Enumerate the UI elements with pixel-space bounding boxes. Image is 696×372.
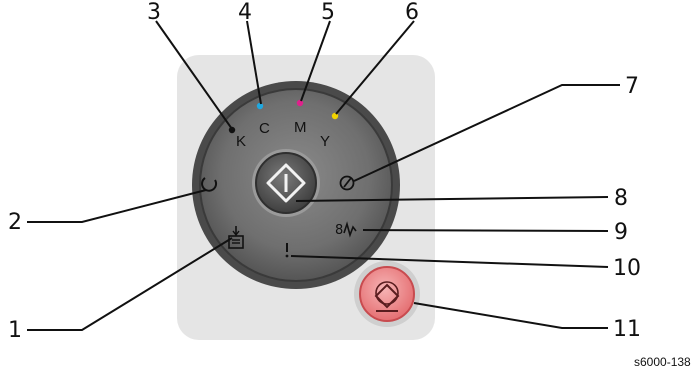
toner-label-c: C <box>259 120 270 137</box>
cancel-job-icon <box>374 281 400 312</box>
callout-7: 7 <box>625 74 639 99</box>
warning-icon <box>285 243 289 258</box>
leader-lines <box>27 20 620 331</box>
start-button[interactable] <box>252 149 320 217</box>
callout-1: 1 <box>8 318 22 343</box>
toner-label-y: Y <box>320 133 330 150</box>
wireless-icon[interactable] <box>339 175 355 191</box>
callout-5: 5 <box>321 0 335 25</box>
callout-2: 2 <box>8 210 22 235</box>
callout-6: 6 <box>405 0 419 25</box>
error-icon: 8 <box>335 221 357 238</box>
callout-4: 4 <box>238 0 252 25</box>
toner-led-m <box>296 99 304 107</box>
callout-11: 11 <box>613 317 641 342</box>
cancel-job-button[interactable] <box>354 261 420 327</box>
figure-code: s6000-138 <box>634 355 691 369</box>
power-saver-icon[interactable] <box>201 177 218 192</box>
toner-label-m: M <box>294 119 307 136</box>
callout-9: 9 <box>614 220 628 245</box>
start-icon <box>266 163 306 203</box>
callout-3: 3 <box>147 0 161 25</box>
callout-10: 10 <box>613 256 641 281</box>
callout-8: 8 <box>614 186 628 211</box>
svg-text:8: 8 <box>335 223 343 238</box>
toner-label-k: K <box>236 133 246 150</box>
toner-led-c <box>256 102 264 110</box>
paper-tray-icon <box>228 226 244 249</box>
